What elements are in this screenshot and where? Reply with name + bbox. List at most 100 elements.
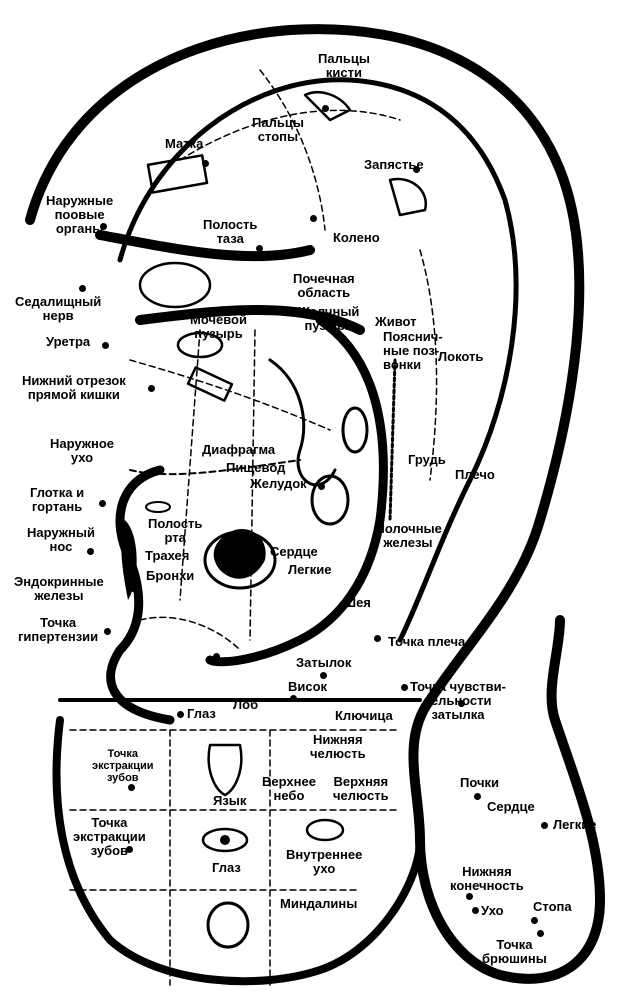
point-dot (102, 342, 109, 349)
label-knee: Колено (333, 230, 380, 245)
label-lumbar: Пояснич- ные поз- вонки (383, 329, 443, 372)
point-dot (104, 628, 111, 635)
label-heart: Сердце (270, 544, 318, 559)
point-dot (541, 822, 548, 829)
label-lungs: Легкие (288, 562, 332, 577)
stomach-sketch (310, 474, 350, 526)
label-endocrine: Эндокринные железы (14, 574, 104, 603)
tragus-fill (121, 520, 137, 600)
label-neck: Шея (343, 595, 371, 610)
helix-outline (25, 24, 605, 984)
spine-sketch (388, 358, 397, 522)
label-shoulder: Плечо (455, 467, 495, 482)
antihelix-upper (95, 230, 315, 262)
point-dot (202, 160, 209, 167)
label-bronchi: Бронхи (146, 568, 195, 583)
zone-line-4 (139, 616, 241, 651)
label-stomach: Желудок (250, 476, 307, 491)
label-urethra: Уретра (46, 334, 91, 349)
label-nose: Наружный нос (27, 525, 95, 554)
label-trachea: Трахея (145, 548, 190, 563)
point-dot (531, 917, 538, 924)
point-dot (128, 784, 135, 791)
label-elbow: Локоть (438, 349, 484, 364)
point-dot (466, 893, 473, 900)
label-chest: Грудь (408, 452, 446, 467)
concha-outline (205, 315, 388, 667)
eye-sketch (201, 827, 249, 853)
point-dot (99, 500, 106, 507)
label-eye-top: Глаз (187, 706, 216, 721)
pelvis-sketch (138, 261, 212, 309)
label-temple: Висок (288, 679, 328, 694)
label-occiput-sensitivity: Точка чувстви- тельности затылка (410, 679, 506, 722)
label-pharynx: Глотка и гортань (30, 485, 85, 514)
point-dot (318, 483, 325, 490)
scapha-line-1 (179, 109, 401, 161)
point-dot (401, 684, 408, 691)
label-toes: Пальцы стопы (252, 115, 304, 144)
label-lungs-lobe: Легкие (553, 817, 597, 832)
mouth-sketch (145, 501, 171, 513)
point-dot (79, 285, 86, 292)
point-dot (213, 653, 220, 660)
label-peritoneum: Точка брюшины (482, 937, 547, 966)
heart-fill (213, 529, 266, 579)
eye-pupil-sketch (220, 835, 230, 845)
point-dot (100, 223, 107, 230)
label-rectum-lower: Нижний отрезок прямой кишки (22, 373, 126, 402)
label-hypertension: Точка гипертензии (18, 615, 99, 644)
label-abdomen: Живот (375, 314, 417, 329)
inner-ear-sketch (305, 818, 345, 842)
point-dot (413, 166, 420, 173)
label-tooth-extraction-2: Точка экстракции зубов (73, 815, 146, 858)
label-mouth: Полость рта (148, 516, 203, 545)
point-dot (126, 846, 133, 853)
foot-sketch (303, 91, 352, 122)
label-kidneys: Почки (460, 775, 500, 790)
label-mammary: Молочные железы (374, 521, 442, 550)
label-uterus: Матка (165, 136, 204, 151)
point-dot (130, 585, 137, 592)
label-upper-jaw: Верхняя челюсть (333, 774, 389, 803)
label-outer-ear: Наружное ухо (50, 436, 115, 465)
point-dot (148, 385, 155, 392)
label-lower-limb: Нижняя конечность (450, 864, 524, 893)
point-dot (87, 548, 94, 555)
point-dot (256, 245, 263, 252)
scapha-line-2 (259, 69, 326, 231)
label-lower-jaw: Нижняя челюсть (310, 732, 366, 761)
kidney-sketch (341, 406, 369, 454)
uterus-sketch (146, 154, 209, 194)
hand-sketch (388, 177, 428, 217)
zone-line-1 (129, 359, 331, 431)
zone-line-2 (179, 329, 201, 601)
label-bladder: Мочевой пузырь (190, 312, 247, 341)
point-dot (472, 907, 479, 914)
tongue-sketch (207, 743, 243, 797)
tonsils-sketch (206, 901, 250, 949)
label-occiput: Затылок (296, 655, 352, 670)
label-tonsils: Миндалины (280, 896, 358, 911)
point-dot (310, 215, 317, 222)
label-eye: Глаз (212, 860, 241, 875)
label-external-genitals: Наружные поовые органы (46, 193, 114, 236)
point-dot (458, 700, 465, 707)
antihelix-lower (135, 305, 365, 335)
zone-line-3 (249, 329, 256, 641)
label-heart-lobe: Сердце (487, 799, 535, 814)
label-upper-palate: Верхнее небо (262, 774, 316, 803)
label-shoulder-point: Точка плеча (388, 634, 466, 649)
label-inner-ear: Внутреннее ухо (286, 847, 363, 876)
point-dot (374, 635, 381, 642)
lobe-grid (69, 729, 401, 986)
helix-inner-line (117, 77, 519, 643)
label-clavicle: Ключица (335, 708, 393, 723)
label-kidney-area: Почечная область (293, 271, 355, 300)
point-dot (474, 793, 481, 800)
label-ear-point: Ухо (481, 903, 504, 918)
point-dot (320, 672, 327, 679)
label-foot: Стопа (533, 899, 572, 914)
bladder-sketch (176, 331, 224, 359)
